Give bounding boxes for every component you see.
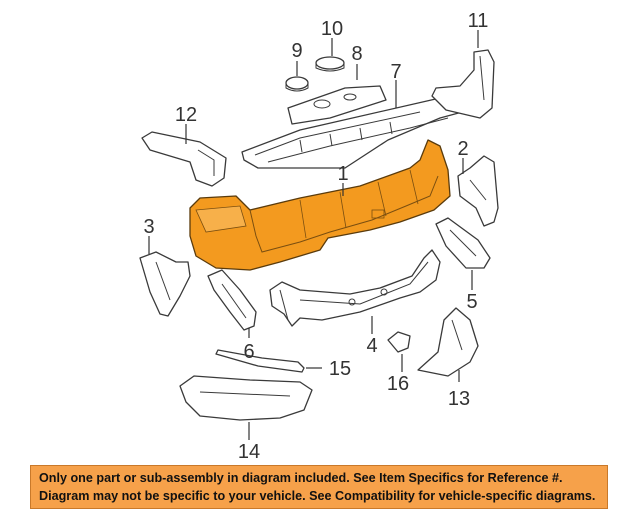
callout-16: 16 — [387, 373, 409, 395]
callout-8: 8 — [351, 43, 362, 65]
part-1-rear-bumper — [189, 139, 451, 271]
callout-15: 15 — [329, 358, 351, 380]
part-11-upper-bracket — [431, 49, 495, 119]
parts-diagram: 1 2 3 4 5 6 7 8 9 10 11 12 13 14 15 16 — [139, 10, 499, 462]
callout-7: 7 — [390, 61, 401, 83]
part-9-cap — [285, 76, 309, 92]
part-4-reinforcement-beam — [269, 249, 441, 327]
callout-5: 5 — [466, 291, 477, 313]
callout-labels: 1 2 3 4 5 6 7 8 9 10 11 12 13 14 15 16 — [143, 10, 488, 462]
callout-13: 13 — [448, 388, 470, 410]
callout-10: 10 — [321, 18, 343, 40]
part-2-outer-bracket — [457, 155, 499, 227]
part-14-lower-valance — [179, 375, 313, 421]
callout-9: 9 — [291, 40, 302, 62]
callout-12: 12 — [175, 104, 197, 126]
leader-lines — [148, 30, 479, 440]
notice-line-1: Only one part or sub-assembly in diagram… — [39, 471, 563, 485]
part-8-center-bracket — [287, 85, 387, 125]
part-3-outer-bracket — [139, 251, 191, 317]
part-13-valance-section — [417, 307, 479, 377]
part-12-upper-bracket — [141, 131, 227, 187]
notice-line-2: Diagram may not be specific to your vehi… — [39, 489, 596, 503]
callout-3: 3 — [143, 216, 154, 238]
part-10-cap — [315, 56, 345, 72]
part-5-reinforcement-bracket — [435, 217, 491, 269]
compatibility-notice: Only one part or sub-assembly in diagram… — [30, 465, 608, 509]
part-16-clip — [387, 331, 411, 353]
callout-14: 14 — [238, 441, 260, 462]
part-15-molding — [215, 349, 305, 373]
callout-6: 6 — [243, 341, 254, 363]
callout-1: 1 — [337, 163, 348, 185]
part-6-reinforcement-bracket — [207, 269, 257, 331]
callout-2: 2 — [457, 138, 468, 160]
callout-11: 11 — [468, 10, 489, 32]
callout-4: 4 — [366, 335, 377, 357]
